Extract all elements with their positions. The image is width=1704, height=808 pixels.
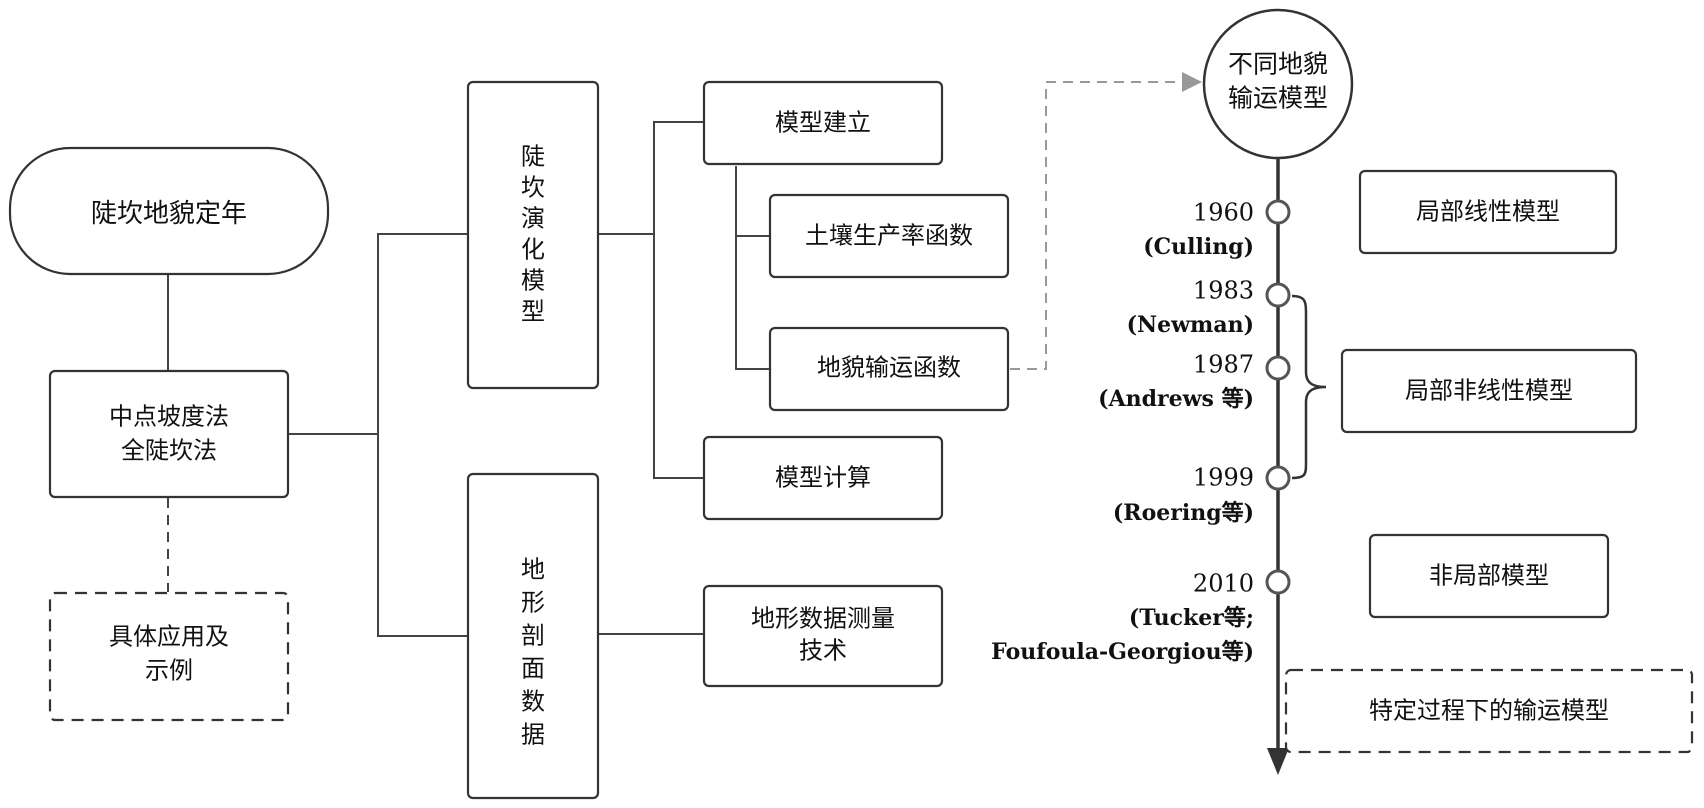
local-linear-label: 局部线性模型	[1416, 198, 1560, 226]
timeline-event-1960: 1960 (Culling)	[1143, 199, 1291, 260]
timeline-top-shape	[1202, 8, 1354, 160]
local-linear-shape	[1358, 169, 1618, 255]
connectors	[167, 72, 1327, 775]
connector-build-functions	[735, 166, 770, 370]
profile-data-char-3: 面	[521, 655, 545, 683]
timeline-author-1999: (Roering等)	[1113, 500, 1254, 526]
connector-transport-timeline	[1010, 72, 1202, 370]
method-node-label-1: 中点坡度法	[109, 403, 229, 431]
process-specific-node: 特定过程下的输运模型	[1284, 668, 1694, 754]
profile-data-char-0: 地	[521, 556, 545, 584]
local-nonlinear-node: 局部非线性模型	[1340, 348, 1638, 434]
model-calc-node: 模型计算	[702, 435, 944, 521]
profile-data-shape	[466, 472, 600, 800]
measure-shape	[702, 584, 944, 688]
local-nonlinear-label: 局部非线性模型	[1405, 377, 1573, 405]
timeline-dot-2010	[1265, 569, 1291, 595]
application-node-label-1: 具体应用及	[109, 623, 229, 651]
root-node-shape	[8, 146, 330, 276]
local-nonlinear-shape	[1340, 348, 1638, 434]
connector-evolution-items	[653, 121, 704, 479]
nonlinear-brace	[1291, 294, 1327, 480]
connector-branch-bus	[377, 233, 468, 637]
timeline-dot-1983	[1265, 282, 1291, 308]
profile-data-char-1: 形	[521, 589, 545, 617]
model-build-label: 模型建立	[775, 109, 871, 137]
timeline-top-label-1: 不同地貌	[1228, 50, 1328, 79]
timeline-author-1960: (Culling)	[1143, 234, 1254, 260]
timeline-arrow-head	[1267, 748, 1289, 775]
evolution-model-char-0: 陡	[521, 143, 545, 171]
timeline-author-1983: (Newman)	[1127, 312, 1254, 338]
nonlocal-label: 非局部模型	[1429, 562, 1549, 590]
application-node: 具体应用及 示例	[48, 591, 290, 722]
evolution-model-char-5: 型	[521, 298, 545, 326]
timeline-event-1999: 1999 (Roering等)	[1113, 464, 1291, 526]
evolution-model-char-1: 坎	[521, 174, 545, 202]
evolution-model-char-2: 演	[521, 205, 545, 233]
profile-data-char-2: 剖	[521, 622, 545, 650]
root-node-label: 陡坎地貌定年	[91, 199, 247, 229]
evolution-model-char-4: 模	[521, 267, 545, 295]
timeline-dot-1960	[1265, 199, 1291, 225]
measure-label-2: 技术	[799, 637, 847, 665]
application-node-label-2: 示例	[145, 657, 193, 685]
evolution-model-shape	[466, 80, 600, 390]
timeline-author-2010-line2: Foufoula-Georgiou等)	[991, 639, 1254, 665]
timeline-top-node: 不同地貌 输运模型	[1202, 8, 1354, 160]
measure-label-1: 地形数据测量	[751, 605, 895, 633]
timeline-event-1983: 1983 (Newman)	[1127, 277, 1291, 338]
method-node-label-2: 全陡坎法	[121, 437, 217, 465]
soil-function-label: 土壤生产率函数	[805, 222, 973, 250]
timeline-year-1960: 1960	[1193, 199, 1254, 227]
nonlocal-shape	[1368, 533, 1610, 619]
transport-function-node: 地貌输运函数	[768, 326, 1010, 412]
process-specific-shape	[1284, 668, 1694, 754]
timeline-event-2010: 2010 (Tucker等; Foufoula-Georgiou等)	[991, 569, 1291, 665]
method-node-shape	[48, 369, 290, 499]
timeline-year-2010: 2010	[1193, 570, 1254, 598]
nonlocal-node: 非局部模型	[1368, 533, 1610, 619]
timeline-top-label-2: 输运模型	[1228, 84, 1328, 113]
measure-node: 地形数据测量 技术	[702, 584, 944, 688]
method-node: 中点坡度法 全陡坎法	[48, 369, 290, 499]
timeline-event-1987: 1987 (Andrews 等)	[1098, 351, 1291, 412]
model-calc-shape	[702, 435, 944, 521]
profile-data-char-4: 数	[521, 688, 545, 716]
soil-function-shape	[768, 193, 1010, 279]
model-calc-label: 模型计算	[775, 464, 871, 492]
application-node-shape	[48, 591, 290, 722]
transport-function-label: 地貌输运函数	[817, 354, 961, 382]
timeline-year-1999: 1999	[1193, 464, 1254, 492]
timeline-dot-1987	[1265, 355, 1291, 381]
process-specific-label: 特定过程下的输运模型	[1369, 697, 1609, 725]
local-linear-node: 局部线性模型	[1358, 169, 1618, 255]
model-build-shape	[702, 80, 944, 166]
timeline-author-1987: (Andrews 等)	[1098, 386, 1254, 412]
evolution-model-char-3: 化	[521, 236, 545, 264]
timeline-year-1987: 1987	[1193, 351, 1254, 379]
root-node: 陡坎地貌定年	[8, 146, 330, 276]
soil-function-node: 土壤生产率函数	[768, 193, 1010, 279]
model-build-node: 模型建立	[702, 80, 944, 166]
transport-function-shape	[768, 326, 1010, 412]
timeline-author-2010-line1: (Tucker等;	[1129, 605, 1254, 631]
timeline-year-1983: 1983	[1193, 277, 1254, 305]
timeline-dot-1999	[1265, 465, 1291, 491]
profile-data-char-5: 据	[521, 721, 545, 749]
